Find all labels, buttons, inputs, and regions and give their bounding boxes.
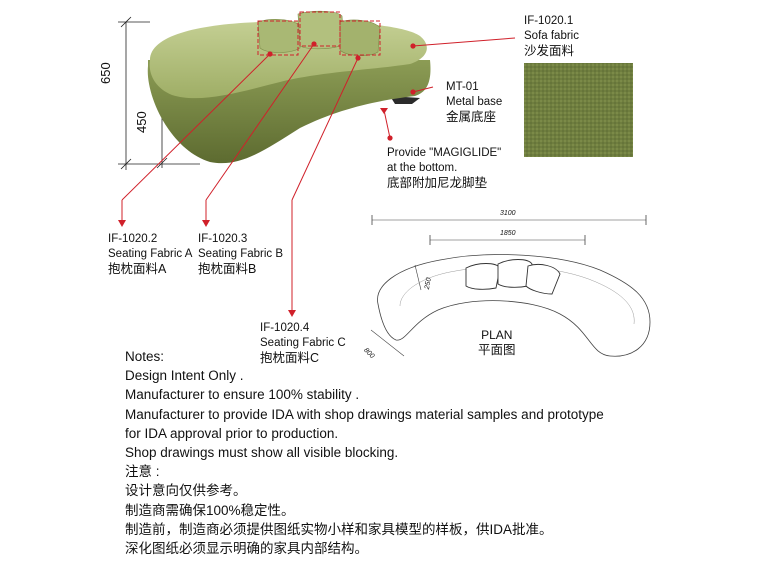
plan-cushions [465, 259, 561, 295]
glide-en-1: Provide "MAGIGLIDE" [387, 147, 502, 159]
sofa-fabric-en: Sofa fabric [524, 30, 579, 42]
plan-title-en: PLAN [481, 328, 513, 342]
cushion-markers [257, 11, 381, 56]
sofa-fabric-callout: IF-1020.1 Sofa fabric 沙发面料 [524, 14, 579, 59]
notes-line: Manufacturer to provide IDA with shop dr… [125, 406, 604, 422]
plan-inner-label: 1850 [500, 230, 516, 237]
overall-height-label: 650 [98, 62, 113, 84]
notes-zh-line: 制造前，制造商必须提供图纸实物小样和家具模型的样板，供IDA批准。 [125, 521, 553, 537]
fabric-c-en: Seating Fabric C [260, 337, 346, 349]
callout-leaders [121, 37, 516, 312]
fabric-b-code: IF-1020.3 [198, 233, 248, 245]
glide-zh: 底部附加尼龙脚垫 [387, 176, 488, 190]
cushion-b [297, 10, 345, 50]
fabric-a-en: Seating Fabric A [108, 248, 193, 260]
fabric-c-zh: 抱枕面料C [260, 351, 320, 365]
fabric-b-zh: 抱枕面料B [198, 262, 257, 276]
fabric-b-callout: IF-1020.3 Seating Fabric B 抱枕面料B [198, 232, 283, 277]
fabric-a-code: IF-1020.2 [108, 233, 158, 245]
seat-height-label: 450 [134, 111, 149, 133]
notes-line: Design Intent Only . [125, 368, 244, 384]
sofa-fabric-zh: 沙发面料 [524, 44, 575, 58]
fabric-b-en: Seating Fabric B [198, 248, 284, 260]
plan-title: PLAN 平面图 [478, 328, 516, 358]
cushion-c [339, 19, 381, 56]
cushion-a [257, 19, 301, 53]
sofa-fabric-swatch [524, 63, 633, 157]
notes-zh-heading: 注意 : [125, 464, 160, 480]
glide-en-2: at the bottom. [387, 162, 458, 174]
notes-zh-line: 深化图纸必须显示明确的家具内部结构。 [125, 541, 368, 557]
sofa-illustration [147, 10, 431, 164]
notes-zh-line: 制造商需确保100%稳定性。 [125, 502, 295, 518]
fabric-a-callout: IF-1020.2 Seating Fabric A 抱枕面料A [108, 232, 192, 277]
fabric-c-callout: IF-1020.4 Seating Fabric C 抱枕面料C [260, 321, 346, 366]
fabric-c-code: IF-1020.4 [260, 322, 310, 334]
metal-base-code: MT-01 [446, 81, 479, 93]
plan-title-zh: 平面图 [478, 343, 516, 357]
sofa-fabric-code: IF-1020.1 [524, 15, 574, 27]
metal-base-callout: MT-01 Metal base 金属底座 [446, 80, 502, 125]
notes-line: Manufacturer to ensure 100% stability . [125, 387, 360, 403]
callout-dots [118, 41, 416, 317]
plan-outline [377, 254, 651, 357]
fabric-a-zh: 抱枕面料A [108, 262, 167, 276]
notes-line: Shop drawings must show all visible bloc… [125, 445, 399, 461]
notes-zh-line: 设计意向仅供参考。 [125, 483, 247, 499]
notes-heading: Notes: [125, 349, 165, 364]
metal-base-zh: 金属底座 [446, 110, 497, 124]
glide-callout: Provide "MAGIGLIDE" at the bottom. 底部附加尼… [387, 146, 501, 191]
notes-block: Notes: Design Intent Only . Manufacturer… [125, 347, 604, 558]
notes-line: for IDA approval prior to production. [125, 425, 339, 441]
metal-base-en: Metal base [446, 96, 503, 108]
plan-length-label: 3100 [500, 210, 516, 217]
plan-small-label: 250 [423, 277, 433, 290]
